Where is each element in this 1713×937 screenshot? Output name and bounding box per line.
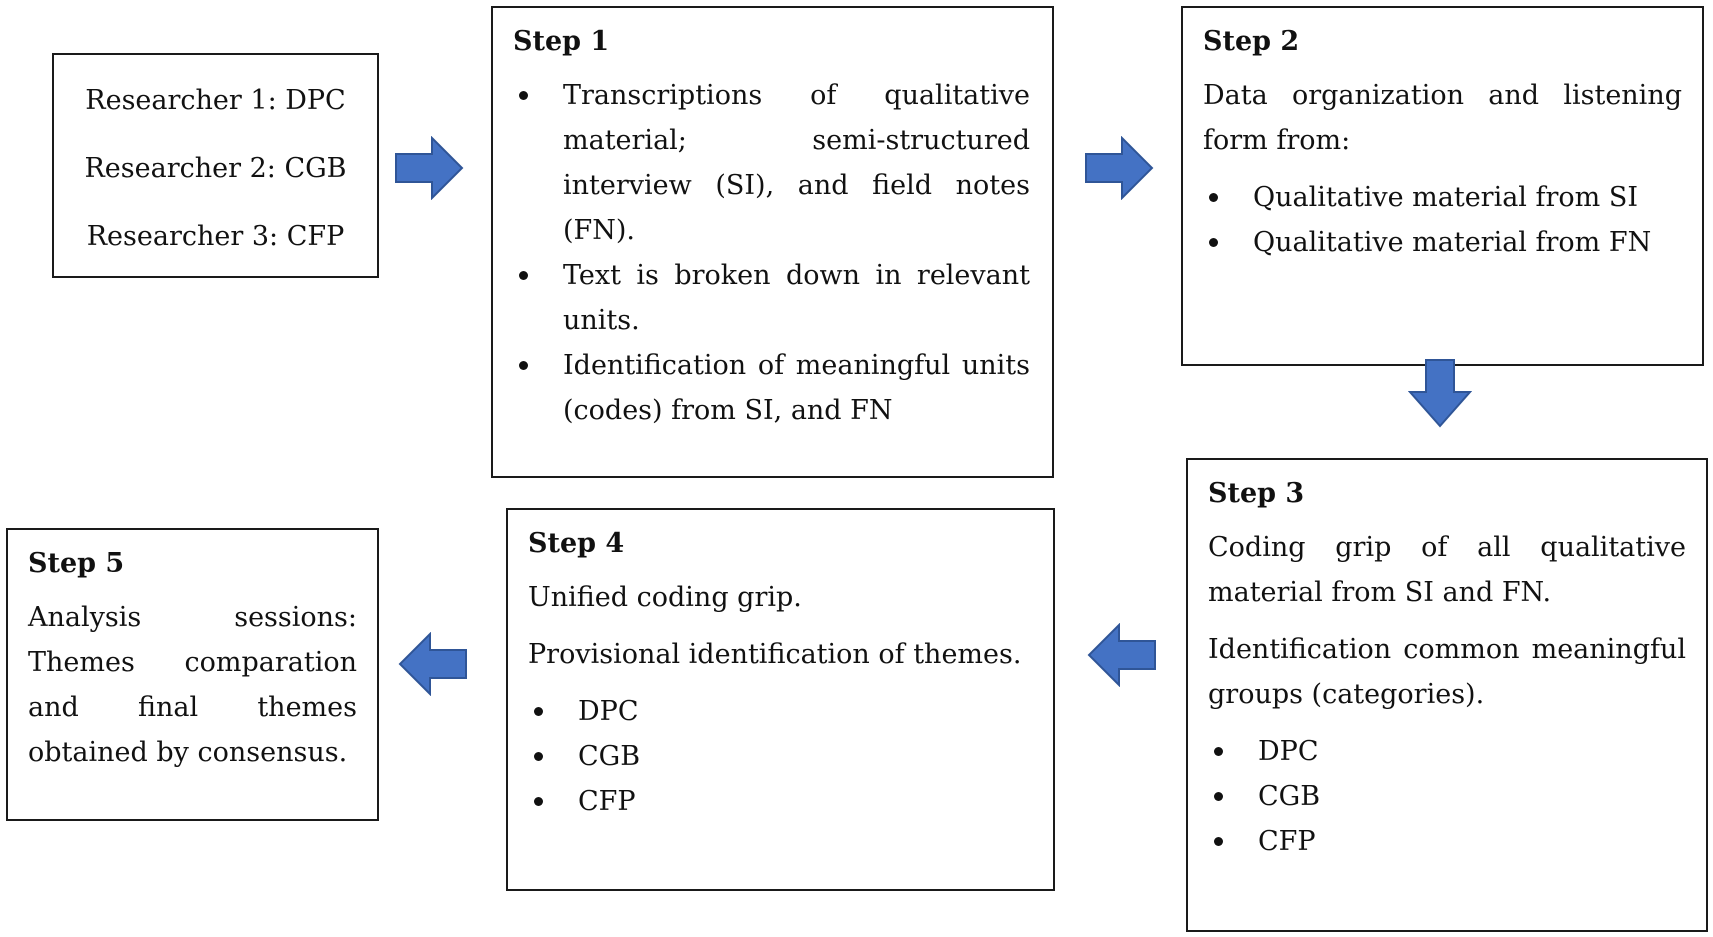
step-5-box: Step 5 Analysis sessions: Themes compara… [6, 528, 379, 821]
list-item: CGB [1208, 774, 1686, 819]
researcher-1-label: Researcher 1: DPC [85, 85, 346, 116]
arrow-right-icon [394, 136, 464, 200]
arrow-right-icon [1084, 136, 1154, 200]
list-item: CGB [528, 734, 1033, 779]
list-item: Text is broken down in relevant units. [513, 253, 1030, 343]
researcher-3-label: Researcher 3: CFP [86, 221, 345, 252]
step-2-description: Data organization and listening form fro… [1203, 80, 1682, 157]
list-item: Qualitative material from FN [1203, 220, 1682, 265]
step-5-title: Step 5 [28, 548, 125, 579]
step-4-themes-text: Provisional identification of themes. [528, 639, 1022, 671]
researchers-box: Researcher 1: DPC Researcher 2: CGB Rese… [52, 53, 379, 278]
list-item: Identification of meaningful units (code… [513, 343, 1030, 433]
step-5-description: Analysis sessions: Themes comparation an… [28, 602, 357, 769]
step-3-bullet-list: DPC CGB CFP [1208, 729, 1686, 864]
list-item: CFP [1208, 819, 1686, 864]
step-3-description: Coding grip of all qualitative material … [1208, 532, 1686, 609]
list-item: Transcriptions of qualitative material; … [513, 73, 1030, 253]
step-3-title: Step 3 [1208, 478, 1305, 509]
step-3-box: Step 3 Coding grip of all qualitative ma… [1186, 458, 1708, 932]
arrow-down-icon [1408, 358, 1472, 428]
researcher-2-label: Researcher 2: CGB [84, 153, 347, 184]
step-4-title: Step 4 [528, 528, 625, 559]
arrow-left-icon [398, 632, 468, 696]
list-item: Qualitative material from SI [1203, 175, 1682, 220]
list-item: DPC [1208, 729, 1686, 774]
list-item: CFP [528, 779, 1033, 824]
step-4-bullet-list: DPC CGB CFP [528, 689, 1033, 824]
list-item: DPC [528, 689, 1033, 734]
step-4-description: Unified coding grip. [528, 582, 802, 614]
step-2-title: Step 2 [1203, 26, 1300, 57]
step-2-box: Step 2 Data organization and listening f… [1181, 6, 1704, 366]
step-1-bullet-list: Transcriptions of qualitative material; … [513, 73, 1030, 433]
step-1-box: Step 1 Transcriptions of qualitative mat… [491, 6, 1054, 478]
step-3-categories-text: Identification common meaningful groups … [1208, 634, 1686, 711]
step-2-bullet-list: Qualitative material from SI Qualitative… [1203, 175, 1682, 265]
step-4-box: Step 4 Unified coding grip. Provisional … [506, 508, 1055, 891]
step-1-title: Step 1 [513, 26, 610, 57]
arrow-left-icon [1087, 623, 1157, 687]
